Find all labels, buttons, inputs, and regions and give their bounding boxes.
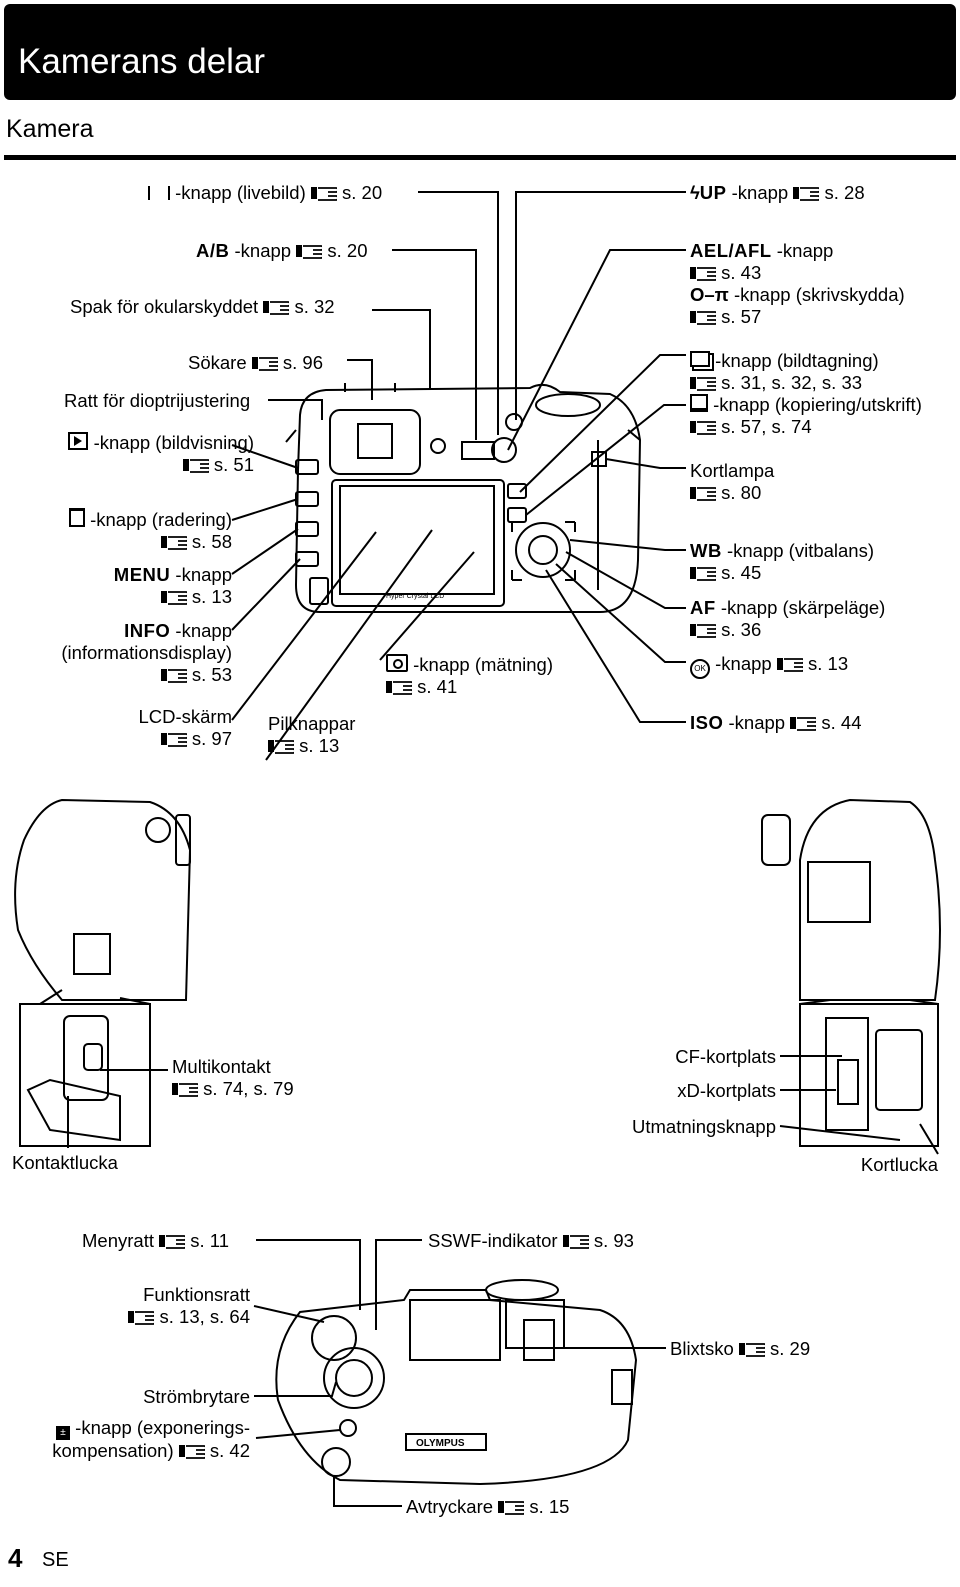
page-ref-icon [159,590,190,605]
page-number: 4 [8,1543,23,1573]
page-ref-icon [497,1500,528,1515]
shutter-button-label: Avtryckare s. 15 [406,1496,570,1517]
page-ref-icon [295,244,326,259]
function-dial-drawing [311,1315,357,1361]
ael-afl-button-label: AEL/AFL -knapp s. 43 O–π -knapp (skrivsk… [689,240,905,327]
eject-button-label: Utmatningsknapp [632,1116,776,1137]
sswf-indicator-label: SSWF-indikator s. 93 [428,1230,634,1251]
drive-icon [690,351,710,367]
shutter-button-drawing [321,1447,351,1477]
metering-button-label: -knapp (mätning) s. 41 [385,654,553,698]
page-ref-icon [689,623,719,638]
page-ref-icon [159,732,190,747]
page-ref-icon [561,1234,592,1249]
card-lamp-label: Kortlampa s. 80 [689,460,775,503]
page-ref-icon [689,566,719,581]
key-icon: O–π [690,284,729,305]
flash-up-button-label: ϟUP -knapp s. 28 [690,182,865,203]
page-ref-icon [789,716,820,731]
lcd-brand-mark: Hyper Crystal LCD [386,593,444,600]
page-title: Kamerans delar [18,42,266,81]
camera-side-left [14,798,192,1001]
playback-button-label: -knapp (bildvisning) s. 51 [68,432,254,476]
page-ref-icon [159,535,190,550]
page-ref-icon [309,186,340,201]
language-code: SE [42,1549,69,1571]
page-ref-icon [250,356,281,371]
page-ref-icon [181,458,212,473]
drive-button-label: -knapp (bildtagning) s. 31, s. 32, s. 33… [689,350,922,438]
page-ref-icon [689,420,719,435]
page-ref-icon [737,1342,768,1357]
page-ref-icon [177,1444,208,1459]
page-ref-icon [689,266,719,281]
mode-dial-label: Menyratt s. 11 [82,1230,229,1251]
lcd-screen-drawing [331,479,505,607]
cf-slot-label: CF-kortplats [675,1046,776,1067]
exposure-comp-icon: ± [56,1426,71,1440]
camera-side-right [799,798,941,1001]
erase-button-label: -knapp (radering) s. 58 [68,508,232,553]
title-bar: Kamerans delar [4,4,956,100]
ok-icon: OK [690,659,710,679]
page-ref-icon [171,1082,201,1097]
eyecup-lever-label: Spak för okularskyddet s. 32 [70,296,335,317]
multi-connector-label: Multikontakt s. 74, s. 79 [171,1056,294,1099]
page-ref-icon [267,739,297,754]
info-button-label: INFO -knapp (informationsdisplay) s. 53 [61,620,232,685]
section-rule [4,155,956,160]
menu-button-label: MENU -knapp s. 13 [113,564,232,607]
exposure-comp-button-label: ± -knapp (exponerings- kompensation) s. … [52,1417,250,1461]
play-icon [68,432,89,450]
connector-cover-label: Kontaktlucka [12,1152,118,1173]
iso-button-label: ISO -knapp s. 44 [690,712,862,733]
power-switch-label: Strömbrytare [143,1386,250,1407]
main-dial-drawing [535,393,601,417]
camera-back-body [294,383,642,613]
page-ref-icon [385,680,415,695]
flash-icon: ϟ [690,182,700,203]
page-ref-icon [262,300,293,315]
camera-top-body [275,1289,638,1486]
diopter-dial-label: Ratt för dioptrijustering [64,390,251,411]
page-ref-icon [689,310,719,325]
wb-button-label: WB -knapp (vitbalans) s. 45 [689,540,875,583]
viewfinder-label: Sökare s. 96 [188,352,324,373]
page-ref-icon [775,657,806,672]
af-button-label: AF -knapp (skärpeläge) s. 36 [689,597,886,640]
livebild-label: -knapp (livebild) s. 20 [148,182,382,204]
page-ref-icon [158,1234,189,1249]
ab-button-label: A/B -knapp s. 20 [196,240,368,261]
arrow-pad-drawing [515,522,571,578]
brand-olympus-mark: OLYMPUS [416,1438,465,1449]
lcd-screen-label: LCD-skärm s. 97 [138,706,232,749]
metering-icon [386,654,408,672]
card-cover-label: Kortlucka [860,1154,938,1175]
page-ref-icon [127,1310,158,1325]
print-icon [690,394,708,412]
viewfinder-window [357,423,393,459]
ok-button-label: OK -knapp s. 13 [690,653,848,679]
livebild-icon [148,186,170,200]
hot-shoe-label: Blixtsko s. 29 [670,1338,811,1359]
page-ref-icon [159,668,190,683]
trash-icon [68,508,85,527]
ael-button-drawing [491,437,517,463]
function-dial-label: Funktionsratt s. 13, s. 64 [127,1284,250,1328]
section-heading: Kamera [6,115,94,143]
page-ref-icon [689,376,719,391]
xd-slot-label: xD-kortplats [677,1080,776,1101]
eyecup-lever-drawing [430,438,446,454]
arrow-pad-label: Pilknappar s. 13 [267,713,356,756]
page-ref-icon [689,486,719,501]
page-ref-icon [792,186,823,201]
viewfinder-eyecup [329,409,421,475]
